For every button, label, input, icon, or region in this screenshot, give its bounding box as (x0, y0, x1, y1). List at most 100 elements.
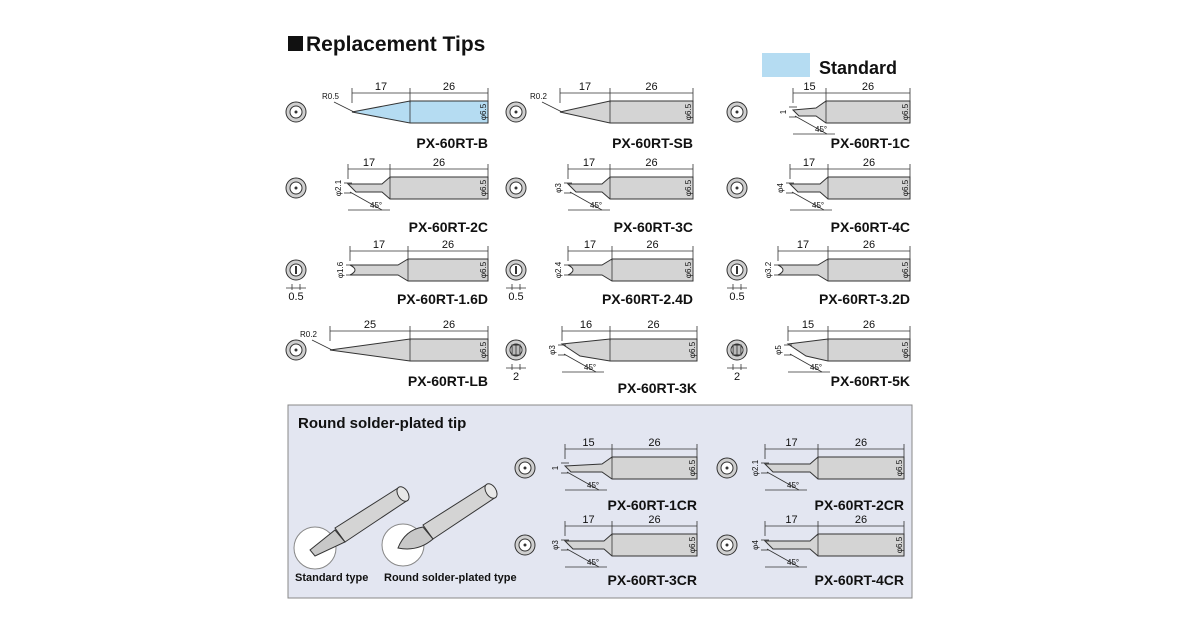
tip-1c-diameter: φ6.5 (901, 103, 910, 120)
tip-sb-outline (559, 100, 694, 124)
tip-3c-outline (566, 176, 694, 200)
tip-1cr-length-2: 26 (648, 437, 660, 449)
tip-lb-label: PX-60RT-LB (408, 373, 488, 389)
tip-4cr-end-view (716, 534, 738, 556)
tip-3cr-note: φ3 (551, 540, 560, 550)
tip-2cr-label: PX-60RT-2CR (815, 497, 904, 513)
tip-2c-angle: 45° (370, 201, 382, 210)
tip-1c-angle: 45° (815, 125, 827, 134)
tip-32d-note: φ3.2 (764, 261, 773, 278)
tip-2cr-end-view (716, 457, 738, 479)
tip-b-end-view (285, 101, 307, 123)
tip-3cr-outline (563, 533, 698, 557)
tip-1c-length-1: 15 (803, 81, 815, 93)
tip-2c-label: PX-60RT-2C (409, 219, 488, 235)
tip-2cr-length-1: 17 (785, 437, 797, 449)
tip-24d-label: PX-60RT-2.4D (602, 291, 693, 307)
tip-1c-end-view (726, 101, 748, 123)
tip-3cr-length-2: 26 (648, 514, 660, 526)
tip-1cr-diameter: φ6.5 (688, 459, 697, 476)
tip-16d-length-2: 26 (442, 239, 454, 251)
tip-4cr-label: PX-60RT-4CR (815, 572, 904, 588)
tip-3c-diameter: φ6.5 (684, 179, 693, 196)
tip-2cr-note: φ2.1 (751, 459, 760, 476)
tip-5k-end-view (726, 339, 748, 361)
tip-3cr-end-view (514, 534, 536, 556)
tip-3k-end-view (505, 339, 527, 361)
tip-3k-diameter: φ6.5 (688, 341, 697, 358)
tip-3c-length-1: 17 (583, 157, 595, 169)
tip-3cr-label: PX-60RT-3CR (608, 572, 697, 588)
tip-3k-length-1: 16 (580, 319, 592, 331)
tip-24d-length-1: 17 (584, 239, 596, 251)
tip-b-note: R0.5 (322, 92, 339, 101)
tip-2c-note: φ2.1 (334, 179, 343, 196)
tip-32d-width: 0.5 (729, 291, 744, 303)
tip-3k-length-2: 26 (647, 319, 659, 331)
tip-2c-end-view (285, 177, 307, 199)
tip-16d-end-view (285, 259, 307, 281)
tip-2cr-angle: 45° (787, 481, 799, 490)
legend-swatch (762, 53, 810, 77)
tip-4c-note: φ4 (776, 183, 785, 193)
tip-3k-width: 2 (513, 371, 519, 383)
tip-1cr-label: PX-60RT-1CR (608, 497, 697, 513)
tip-16d-note: φ1.6 (336, 261, 345, 278)
tip-b-length-2: 26 (443, 81, 455, 93)
tip-3c-angle: 45° (590, 201, 602, 210)
round-panel-title: Round solder-plated tip (298, 415, 466, 432)
tip-32d-end-view (726, 259, 748, 281)
page-title: Replacement Tips (306, 33, 485, 56)
tip-16d-diameter: φ6.5 (479, 261, 488, 278)
tip-3c-note: φ3 (554, 183, 563, 193)
tip-4c-label: PX-60RT-4C (831, 219, 910, 235)
tip-4c-length-2: 26 (863, 157, 875, 169)
tip-5k-label: PX-60RT-5K (831, 373, 910, 389)
tip-3cr-diameter: φ6.5 (688, 536, 697, 553)
tip-3c-length-2: 26 (645, 157, 657, 169)
tip-1c-label: PX-60RT-1C (831, 135, 910, 151)
tip-1cr-outline (563, 456, 698, 480)
tip-3c-end-view (505, 177, 527, 199)
tip-32d-diameter: φ6.5 (901, 261, 910, 278)
tip-32d-outline (777, 258, 911, 282)
tip-2cr-outline (763, 456, 905, 480)
tip-4cr-diameter: φ6.5 (895, 536, 904, 553)
tip-4c-end-view (726, 177, 748, 199)
tip-24d-outline (567, 258, 694, 282)
tip-3k-outline (560, 338, 698, 362)
tip-5k-diameter: φ6.5 (901, 341, 910, 358)
caption-standard-type: Standard type (295, 572, 368, 584)
tip-sb-length-2: 26 (645, 81, 657, 93)
tip-32d-label: PX-60RT-3.2D (819, 291, 910, 307)
tip-4cr-length-2: 26 (855, 514, 867, 526)
tip-4c-angle: 45° (812, 201, 824, 210)
tip-1c-outline (791, 100, 911, 124)
title-square-icon (288, 36, 303, 51)
tip-4c-length-1: 17 (803, 157, 815, 169)
tip-4cr-angle: 45° (787, 558, 799, 567)
tip-24d-note: φ2.4 (554, 261, 563, 278)
tip-5k-angle: 45° (810, 363, 822, 372)
tip-4cr-outline (763, 533, 905, 557)
tip-16d-width: 0.5 (288, 291, 303, 303)
standard-type-illustration (293, 486, 410, 570)
